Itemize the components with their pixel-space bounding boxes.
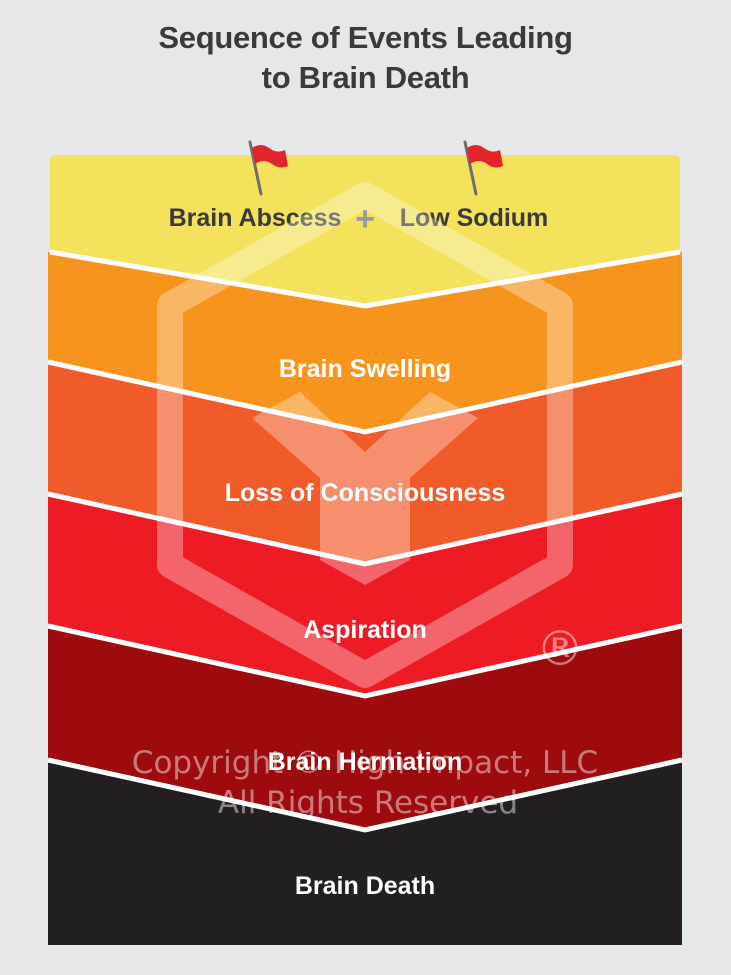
watermark-rights: All Rights Reserved [218,785,518,821]
stage-band-brain-swelling [48,252,682,434]
red-flag-icon [248,140,288,196]
stage-band-brain-herniation [48,626,682,832]
page-title: Sequence of Events Leading to Brain Deat… [0,18,731,98]
top-causes-box [50,155,680,304]
separator-line [47,757,683,833]
stage-band-brain-death [48,760,682,945]
hexagon-h-logo [157,182,573,688]
stage-label: Brain Swelling [279,355,451,383]
chevron-separators [47,359,683,833]
title-line-2: to Brain Death [261,60,470,95]
stage-label: Brain Death [295,872,435,900]
stage-label: Loss of Consciousness [225,479,506,507]
separator-line [47,359,683,435]
cause-label-brain-abscess: Brain Abscess [169,204,342,232]
separator-line [49,249,681,309]
red-flag-icon [463,140,503,196]
separator-line [47,623,683,699]
registered-mark: ® [536,621,584,677]
stage-label: Aspiration [303,616,427,644]
separator-line [47,491,683,567]
stage-band-loss-of-consciousness [48,362,682,566]
cause-label-low-sodium: Low Sodium [400,204,549,232]
watermark-copyright: Copyright © High Impact, LLC [132,745,598,781]
title-line-1: Sequence of Events Leading [158,20,573,55]
stage-label: Brain Herniation [268,748,462,776]
plus-icon: + [355,200,375,238]
stage-band-aspiration [48,494,682,698]
